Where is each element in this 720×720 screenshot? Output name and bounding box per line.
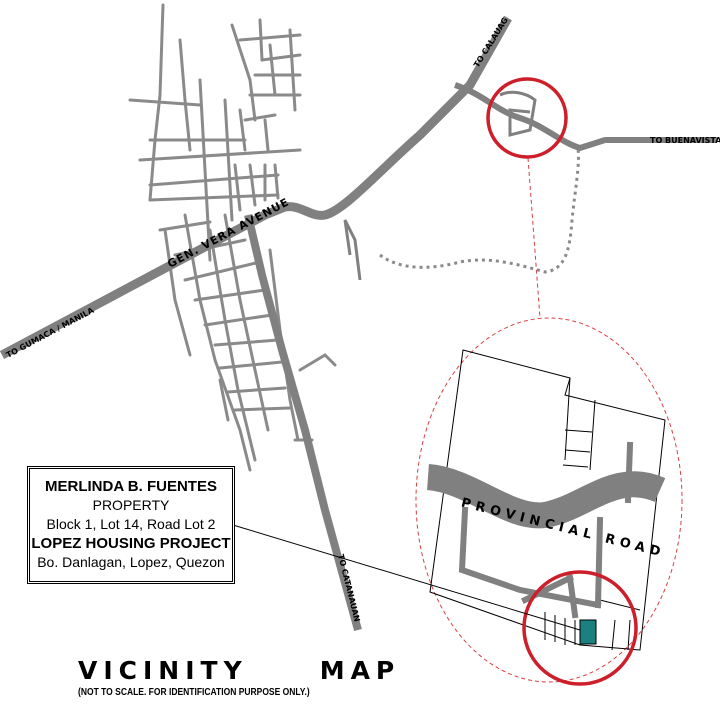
property-address: Bo. Danlagan, Lopez, Quezon (37, 554, 225, 570)
hamlet-streets (499, 90, 537, 137)
site-highlight-circle-lower (522, 570, 638, 686)
to-buenavista-label: TO BUENAVISTA (650, 136, 720, 145)
town-street-grid (128, 3, 337, 472)
map-scale-note: (NOT TO SCALE. FOR IDENTIFICATION PURPOS… (78, 687, 310, 698)
property-type: PROPERTY (92, 497, 170, 513)
to-gumaca-manila-label: TO GUMACA / MANILA (5, 305, 96, 359)
buenavista-road (454, 82, 717, 152)
catanauan-road (244, 214, 362, 632)
owner-name: MERLINDA B. FUENTES (45, 478, 217, 495)
dotted-trail (379, 147, 580, 274)
enlarged-view-ellipse (415, 317, 683, 683)
lot-description: Block 1, Lot 14, Road Lot 2 (46, 516, 216, 532)
callout-connector (527, 157, 541, 319)
to-catanauan-label: TO CATANAUAN (336, 553, 361, 622)
gen-vera-avenue-road (0, 15, 512, 359)
provincial-road (426, 464, 666, 529)
site-highlight-circle-upper (486, 77, 568, 159)
title-word-map: MAP (319, 656, 401, 685)
subject-property-lot (579, 619, 597, 645)
title-word-vicinity: VICINITY (78, 656, 248, 685)
owner-leader-line (232, 524, 581, 631)
project-name: LOPEZ HOUSING PROJECT (31, 535, 231, 552)
highway-spur (343, 219, 362, 281)
main-roads (0, 15, 717, 632)
lot-outlines (429, 349, 666, 651)
to-calauag-label: TO CALAUAG (472, 16, 510, 69)
property-owner-box: MERLINDA B. FUENTES PROPERTY Block 1, Lo… (27, 466, 235, 584)
